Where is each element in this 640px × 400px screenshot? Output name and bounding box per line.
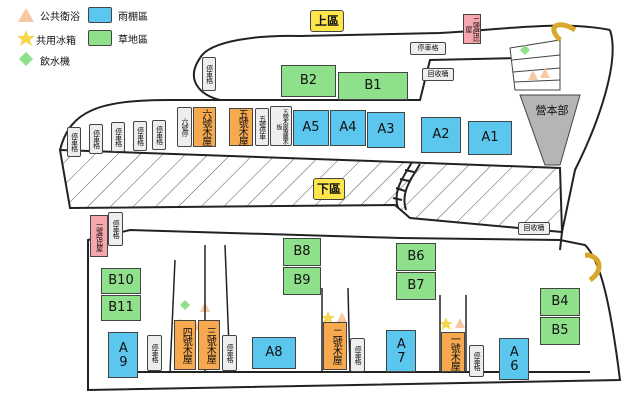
parking-six[interactable]: 六號停 [177, 107, 192, 147]
hobbit-house-two[interactable]: 二號哈比屋 [463, 14, 481, 44]
site-b6[interactable]: B6 [396, 243, 436, 271]
parking-spot[interactable]: 停車格 [350, 338, 365, 372]
legend-grass: 草地區 [88, 30, 148, 46]
cabin-six[interactable]: 六號木屋 [193, 107, 216, 147]
legend-water: 飲水機 [40, 53, 70, 68]
water-icon [180, 300, 190, 310]
stairs [392, 161, 421, 211]
legend-fridge: 共用冰箱 [36, 32, 76, 47]
parking-spot[interactable]: 停車格 [108, 212, 123, 246]
restroom-icon [18, 8, 34, 22]
site-a6[interactable]: A6 [499, 338, 529, 380]
parking-spot[interactable]: 停車格 [147, 335, 162, 371]
restroom-icon [540, 68, 550, 78]
parking-five[interactable]: 五號停車 [255, 108, 269, 146]
cabin-four[interactable]: 四號木屋 [174, 320, 196, 370]
site-b8[interactable]: B8 [283, 238, 321, 266]
parking-spot[interactable]: 停車格 [133, 121, 147, 151]
hobbit-house-one[interactable]: 一號哈比屋 [90, 215, 108, 257]
site-b4[interactable]: B4 [540, 288, 580, 316]
site-a9[interactable]: A9 [108, 332, 138, 378]
site-a8[interactable]: A8 [252, 337, 296, 369]
site-b9[interactable]: B9 [283, 267, 321, 295]
road-outline [59, 57, 521, 151]
cabin-two[interactable]: 二號木屋 [323, 322, 347, 370]
parking-spot[interactable]: 停車格 [89, 124, 103, 154]
restroom-icon [337, 312, 347, 322]
water-icon [520, 45, 530, 55]
cabin-five[interactable]: 五號木屋 [229, 108, 253, 146]
arrow-top-right [551, 22, 577, 42]
arrow-bottom-right [584, 252, 602, 283]
shelter-swatch [88, 7, 112, 23]
legend-water-label: 飲水機 [40, 57, 70, 68]
road-outline-right [559, 29, 614, 251]
site-a5[interactable]: A5 [293, 110, 329, 146]
parking-spot[interactable]: 停車格 [202, 57, 216, 91]
parking-spot[interactable]: 停車格 [111, 122, 125, 152]
site-b5[interactable]: B5 [540, 317, 580, 345]
parking-spot[interactable]: 停車格 [469, 345, 484, 377]
zone-upper[interactable]: 上區 [310, 10, 344, 32]
road-outline-left-loop [193, 57, 221, 101]
site-b2[interactable]: B2 [281, 65, 336, 97]
site-b11[interactable]: B11 [101, 295, 141, 321]
water-icon [19, 52, 33, 66]
site-a4[interactable]: A4 [330, 110, 366, 146]
legend-restroom: 公共衛浴 [40, 8, 80, 23]
parking-spot[interactable]: 停車格 [222, 335, 237, 371]
legend-fridge-label: 共用冰箱 [36, 36, 76, 47]
site-b10[interactable]: B10 [101, 268, 141, 294]
grass-swatch [88, 30, 112, 46]
site-a3[interactable]: A3 [367, 112, 405, 148]
recycle-bin-upper: 回收桶 [422, 68, 454, 81]
restroom-icon [455, 318, 465, 328]
restroom-icon [528, 70, 538, 80]
parking-spot[interactable]: 停車格 [67, 127, 81, 157]
upper-road [58, 148, 564, 234]
site-b1[interactable]: B1 [338, 72, 408, 100]
zone-lower[interactable]: 下區 [313, 178, 345, 200]
parking-spot[interactable]: 停車格 [410, 42, 446, 55]
camp-office-shape [519, 94, 581, 166]
site-a1[interactable]: A1 [468, 121, 512, 155]
site-a7[interactable]: A7 [386, 330, 416, 372]
camp-office-label: 營本部 [535, 104, 569, 118]
lower-area-outline [87, 228, 622, 392]
upper-right-slots [509, 39, 561, 91]
site-a2[interactable]: A2 [421, 117, 461, 153]
legend-restroom-label: 公共衛浴 [40, 12, 80, 23]
parking-five-exclusive[interactable]: 五號木屋專屬木板 [270, 106, 292, 146]
site-b7[interactable]: B7 [396, 272, 436, 300]
cabin-three[interactable]: 三號木屋 [198, 320, 220, 370]
parking-spot[interactable]: 停車格 [152, 120, 166, 150]
fridge-icon [439, 317, 453, 330]
fridge-icon [17, 30, 35, 46]
fridge-icon [321, 311, 335, 324]
legend-shelter: 雨棚區 [88, 7, 148, 23]
cabin-one[interactable]: 一號木屋 [441, 332, 465, 372]
recycle-bin-lower: 回收桶 [518, 222, 550, 235]
legend-shelter-label: 雨棚區 [118, 11, 148, 23]
legend-grass-label: 草地區 [118, 34, 148, 46]
